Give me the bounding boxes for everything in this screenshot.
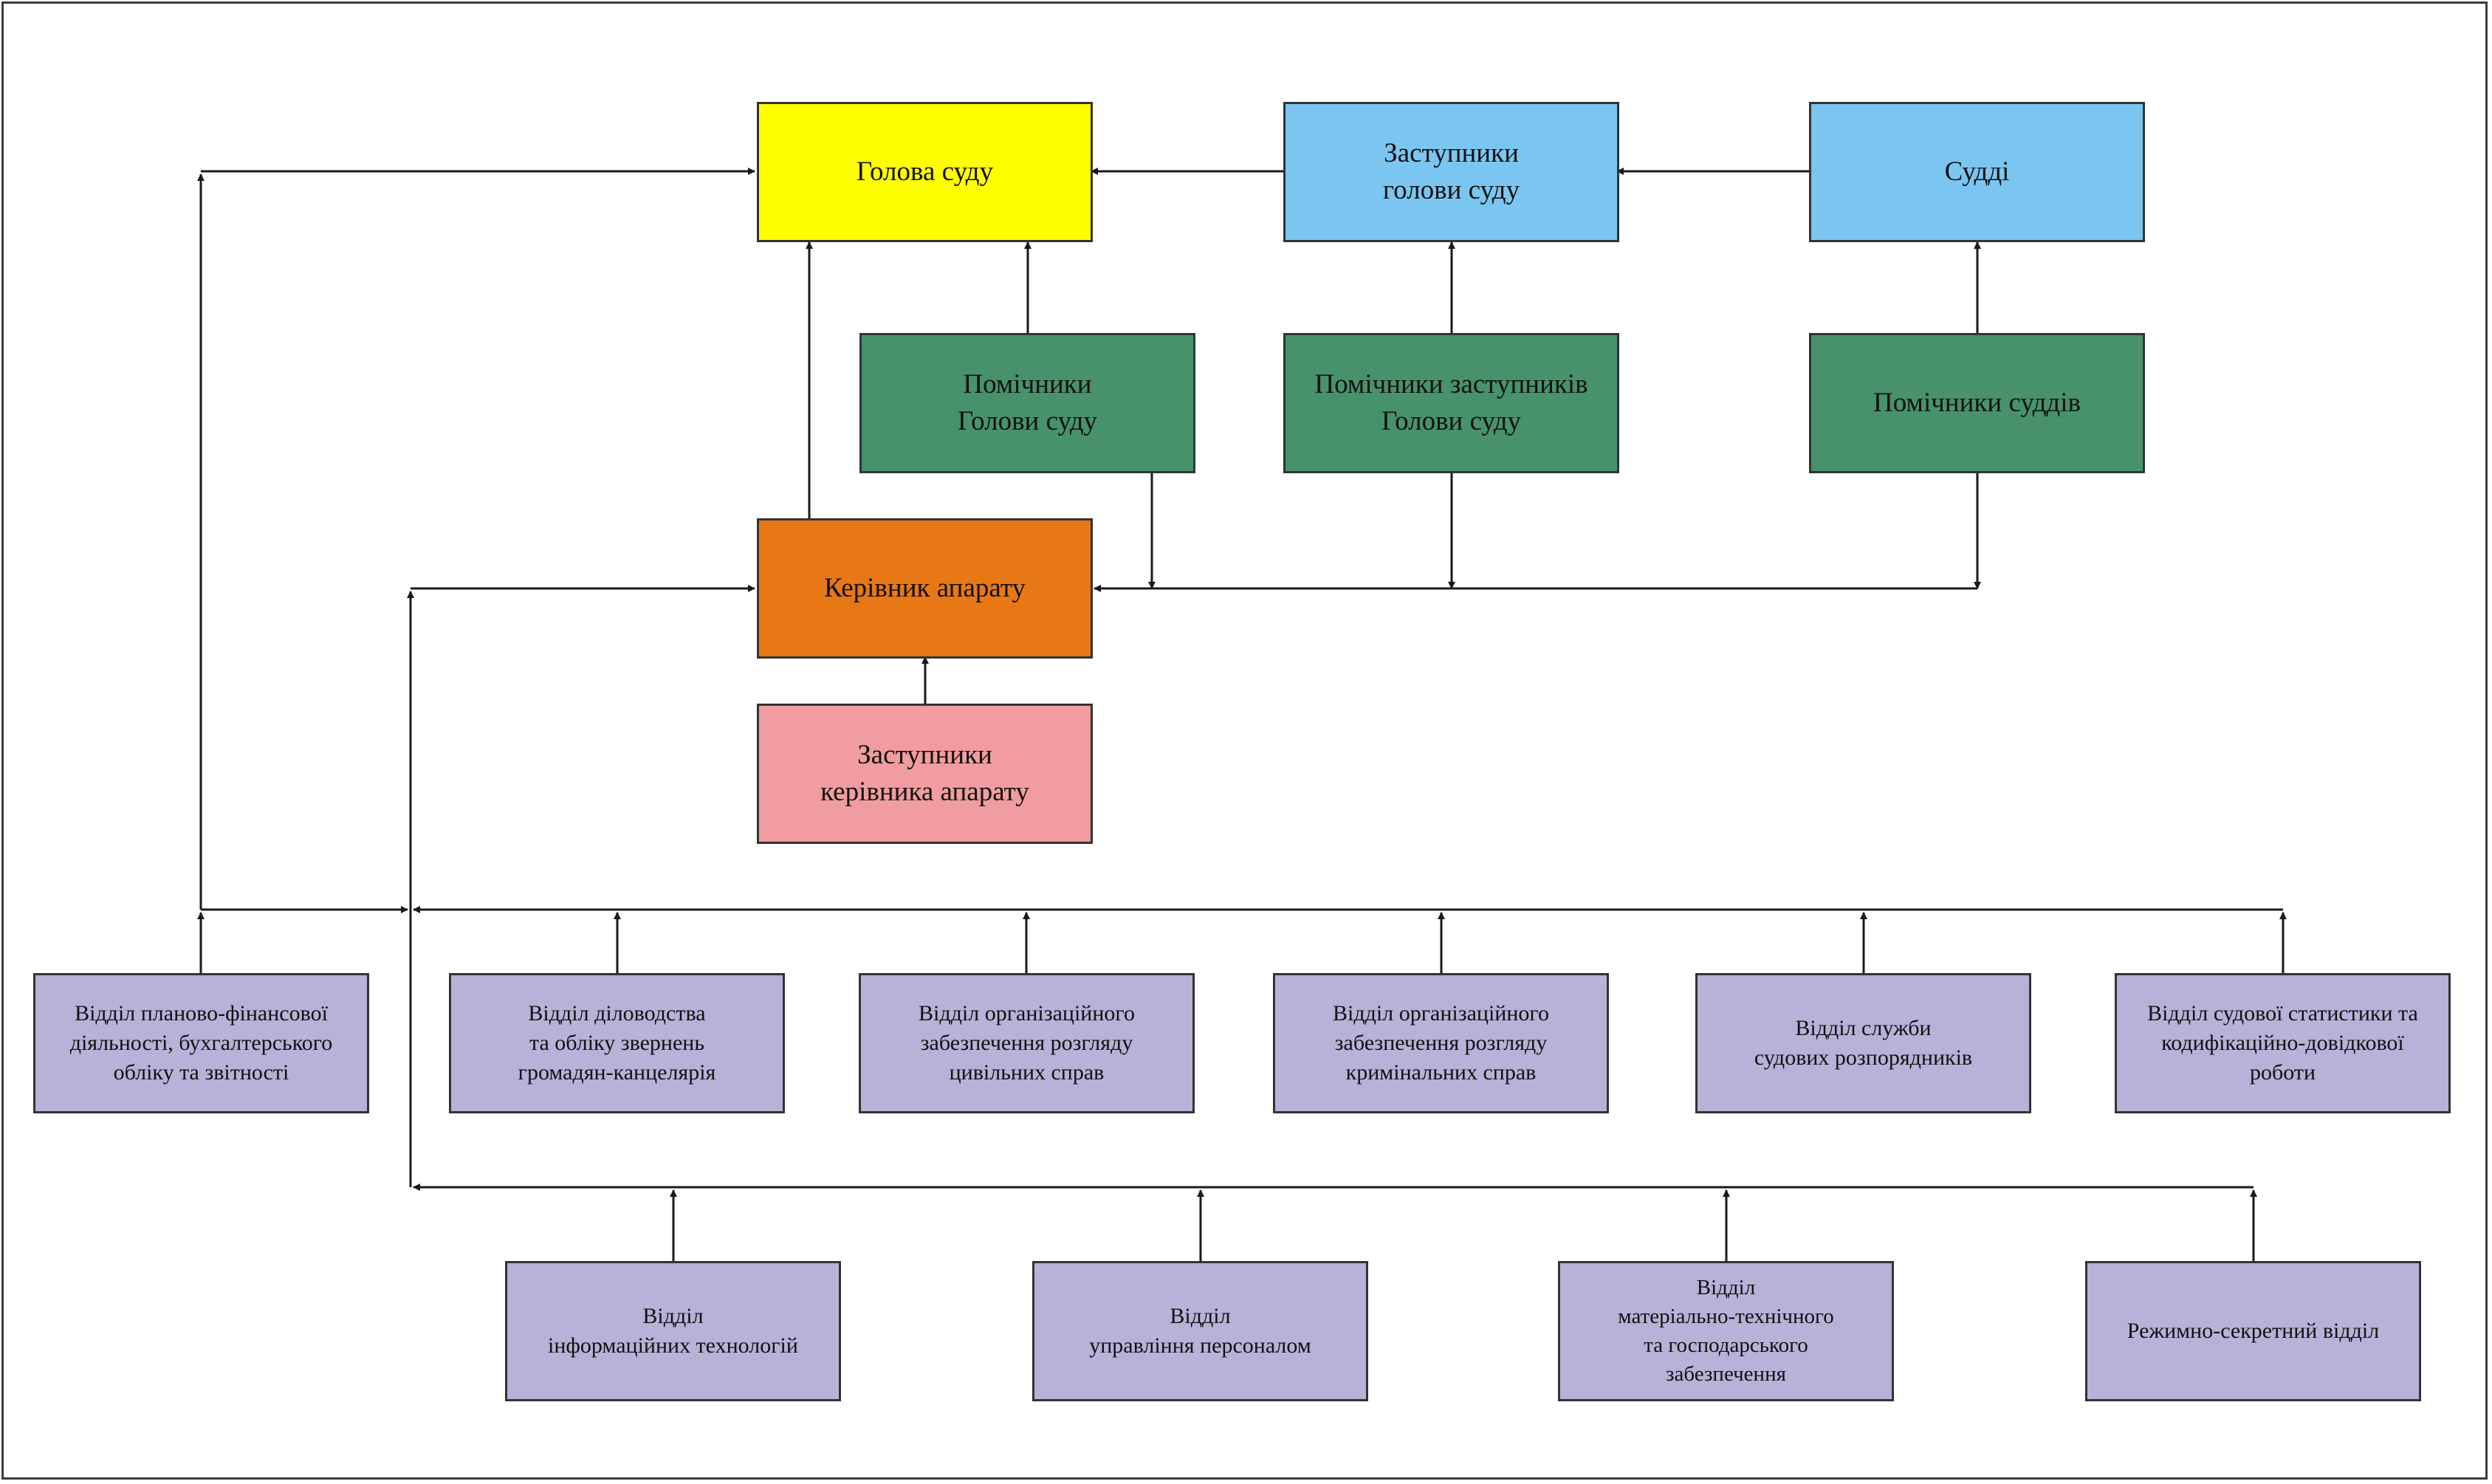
dept-label: Відділ служби судових розпорядників [1754, 1016, 1973, 1070]
node-chief-deputies: Заступники керівника апарату [757, 704, 1093, 844]
node-judge-assistants: Помічники суддів [1809, 333, 2145, 473]
node-head-label: Голова суду [856, 157, 994, 187]
node-judge-assistants-label: Помічники суддів [1873, 388, 2081, 418]
dept-row2-item: Відділ управління персоналом [1032, 1261, 1368, 1401]
dept-label: Відділ управління персоналом [1089, 1304, 1311, 1358]
dept-row2-item: Відділ матеріально-технічного та господа… [1558, 1261, 1894, 1401]
node-deputy-assistants-label: Помічники заступників Голови суду [1314, 369, 1588, 436]
dept-label: Відділ організаційного забезпечення розг… [919, 1001, 1135, 1085]
node-head-assistants-label: Помічники Голови суду [957, 369, 1098, 436]
dept-label: Відділ планово-фінансової діяльності, бу… [69, 1001, 333, 1085]
dept-row1-item: Відділ діловодства та обліку звернень гр… [449, 973, 785, 1113]
dept-label: Відділ судової статистики та кодифікацій… [2147, 1001, 2418, 1085]
node-deputy-assistants: Помічники заступників Голови суду [1283, 333, 1619, 473]
dept-row1-item: Відділ судової статистики та кодифікацій… [2115, 973, 2451, 1113]
node-chief-of-staff-label: Керівник апарату [823, 573, 1026, 603]
node-chief-deputies-label: Заступники керівника апарату [820, 740, 1029, 807]
dept-row2-item: Відділ інформаційних технологій [505, 1261, 841, 1401]
dept-label: Відділ організаційного забезпечення розг… [1333, 1001, 1549, 1085]
dept-row1-item: Відділ організаційного забезпечення розг… [859, 973, 1195, 1113]
node-head: Голова суду [757, 102, 1093, 242]
node-deputies-label: Заступники голови суду [1382, 138, 1520, 205]
node-judges: Судді [1809, 102, 2145, 242]
node-chief-of-staff: Керівник апарату [757, 518, 1093, 659]
dept-label: Відділ матеріально-технічного та господа… [1618, 1276, 1834, 1386]
node-deputies: Заступники голови суду [1283, 102, 1619, 242]
dept-row2-item: Режимно-секретний відділ [2085, 1261, 2421, 1401]
node-head-assistants: Помічники Голови суду [859, 333, 1195, 473]
dept-row1-item: Відділ служби судових розпорядників [1695, 973, 2031, 1113]
dept-label: Відділ інформаційних технологій [548, 1304, 798, 1358]
dept-label: Відділ діловодства та обліку звернень гр… [518, 1001, 716, 1085]
dept-label: Режимно-секретний відділ [2127, 1319, 2380, 1343]
dept-row1-item: Відділ організаційного забезпечення розг… [1273, 973, 1609, 1113]
node-judges-label: Судді [1944, 157, 2010, 187]
dept-row1-item: Відділ планово-фінансової діяльності, бу… [33, 973, 369, 1113]
